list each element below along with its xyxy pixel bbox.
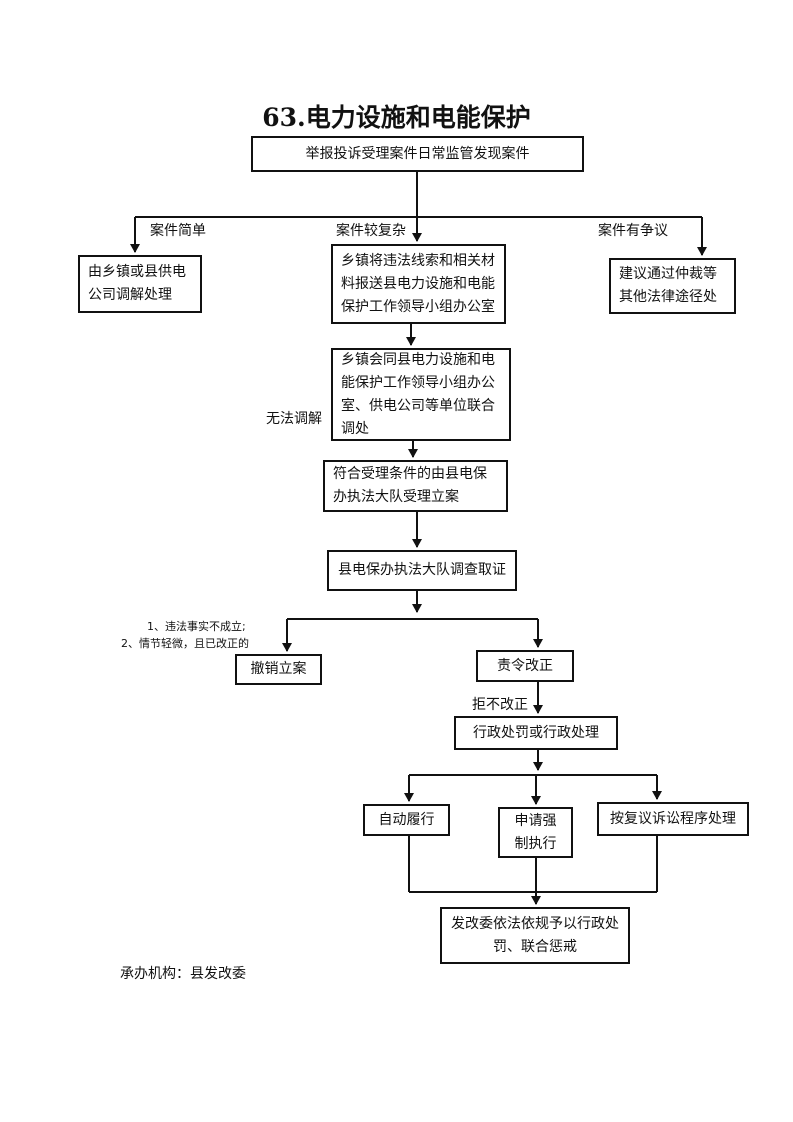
box-case-source: 举报投诉受理案件日常监管发现案件 bbox=[251, 136, 584, 172]
box-investigation-text: 县电保办执法大队调查取证 bbox=[338, 562, 506, 578]
box-case-source-text: 举报投诉受理案件日常监管发现案件 bbox=[305, 145, 530, 162]
box-administrative-penalty-text: 行政处罚或行政处理 bbox=[473, 724, 599, 741]
box-report-office-text: 乡镇将违法线索和相关材料报送县电力设施和电能保护工作领导小组办公室 bbox=[341, 252, 495, 315]
box-administrative-penalty: 行政处罚或行政处理 bbox=[454, 716, 618, 750]
box-review-litigation-text: 按复议诉讼程序处理 bbox=[610, 810, 736, 827]
box-revoke-case: 撤销立案 bbox=[235, 654, 322, 685]
box-review-litigation: 按复议诉讼程序处理 bbox=[597, 802, 749, 836]
box-joint-punishment-text: 发改委依法依规予以行政处罚、联合惩戒 bbox=[451, 915, 619, 955]
box-simple-mediation: 由乡镇或县供电公司调解处理 bbox=[78, 255, 202, 313]
box-case-filing: 符合受理条件的由县电保办执法大队受理立案 bbox=[323, 460, 508, 512]
box-investigation: 县电保办执法大队调查取证 bbox=[327, 550, 517, 591]
label-case-dispute: 案件有争议 bbox=[598, 223, 668, 239]
box-forced-execution-text: 申请强制执行 bbox=[514, 812, 557, 852]
page-title: 63.电力设施和电能保护 bbox=[262, 103, 531, 132]
label-condition-1: 1、违法事实不成立; bbox=[147, 620, 246, 633]
label-no-mediation: 无法调解 bbox=[266, 411, 322, 427]
box-order-correction: 责令改正 bbox=[476, 650, 574, 682]
box-order-correction-text: 责令改正 bbox=[497, 657, 553, 674]
box-auto-compliance: 自动履行 bbox=[363, 804, 450, 836]
label-case-simple: 案件简单 bbox=[150, 223, 206, 239]
box-report-office: 乡镇将违法线索和相关材料报送县电力设施和电能保护工作领导小组办公室 bbox=[331, 244, 506, 324]
box-forced-execution: 申请强制执行 bbox=[498, 807, 573, 858]
box-joint-punishment: 发改委依法依规予以行政处罚、联合惩戒 bbox=[440, 907, 630, 964]
label-condition-2: 2、情节轻微，且已改正的 bbox=[121, 637, 249, 650]
box-simple-mediation-text: 由乡镇或县供电公司调解处理 bbox=[88, 264, 186, 303]
box-dispute-arbitration: 建议通过仲裁等其他法律途径处 bbox=[609, 258, 736, 314]
label-refuse-correction: 拒不改正 bbox=[472, 697, 528, 713]
box-case-filing-text: 符合受理条件的由县电保办执法大队受理立案 bbox=[333, 466, 487, 505]
label-case-complex: 案件较复杂 bbox=[336, 223, 406, 239]
box-revoke-case-text: 撤销立案 bbox=[250, 661, 307, 677]
footer-handling-agency: 承办机构：县发改委 bbox=[120, 966, 246, 982]
box-joint-mediation: 乡镇会同县电力设施和电能保护工作领导小组办公室、供电公司等单位联合调处 bbox=[331, 348, 511, 441]
box-auto-compliance-text: 自动履行 bbox=[378, 811, 435, 828]
box-joint-mediation-text: 乡镇会同县电力设施和电能保护工作领导小组办公室、供电公司等单位联合调处 bbox=[341, 351, 495, 437]
box-dispute-arbitration-text: 建议通过仲裁等其他法律途径处 bbox=[619, 266, 717, 305]
